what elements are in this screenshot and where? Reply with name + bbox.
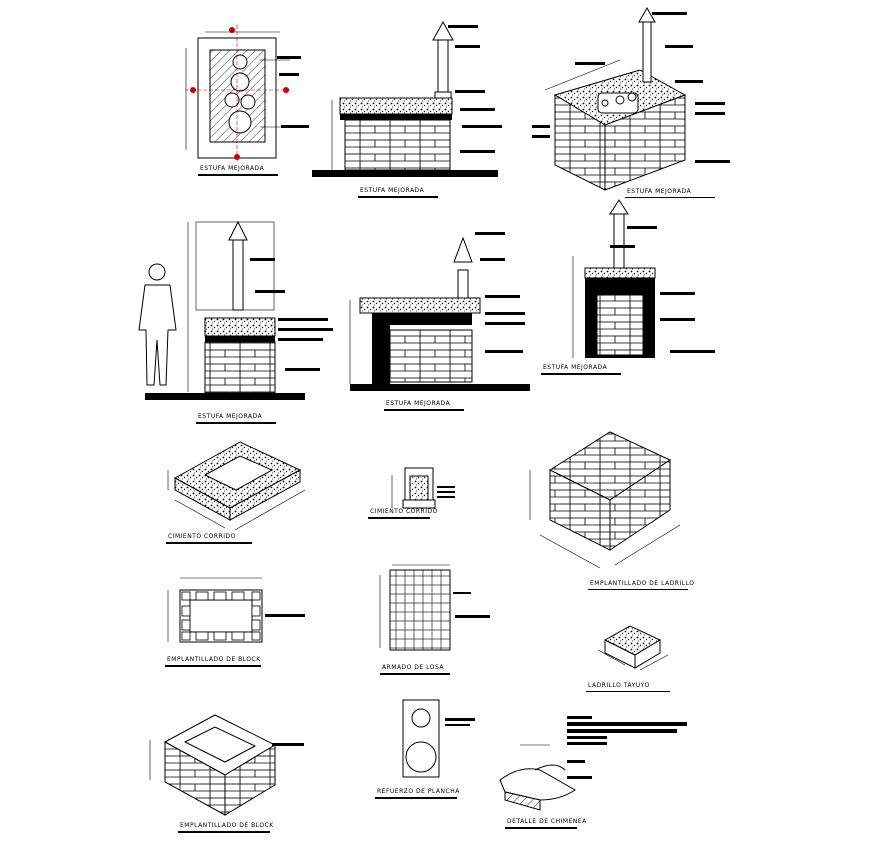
title-cimiento-iso: CIMIENTO CORRIDO — [168, 533, 236, 540]
title-underline — [586, 691, 670, 692]
title-underline — [165, 665, 261, 667]
title-underline — [178, 831, 270, 833]
stove-front-section — [572, 199, 715, 358]
title-armado-losa: ARMADO DE LOSA — [382, 664, 444, 671]
title-cimiento-section: CIMIENTO CORRIDO — [370, 508, 438, 515]
title-underline — [358, 196, 438, 198]
slab-reinforcement-grid — [379, 564, 490, 651]
title-detalle-chimenea: DETALLE DE CHIMENEA — [507, 818, 587, 825]
title-underline — [380, 673, 450, 675]
stove-section-view — [349, 232, 530, 391]
title-underline — [368, 517, 430, 519]
stove-isometric-view-2 — [529, 431, 681, 569]
title-underline — [375, 797, 457, 799]
title-underline — [196, 422, 276, 424]
title-estufa-person: ESTUFA MEJORADA — [198, 413, 263, 420]
stove-plan-view — [185, 25, 309, 162]
block-layout-plan — [167, 577, 305, 643]
foundation-isometric — [167, 441, 306, 531]
stove-isometric-view-1 — [532, 6, 730, 191]
title-emplantillado-block-iso: EMPLANTILLADO DE BLOCK — [180, 822, 274, 829]
title-estufa-elevation: ESTUFA MEJORADA — [360, 187, 425, 194]
tayuyo-brick-isometric — [597, 625, 669, 671]
title-underline — [505, 827, 577, 829]
title-underline — [625, 197, 715, 198]
title-underline — [541, 373, 621, 375]
foundation-section-detail — [391, 467, 455, 509]
title-estufa-isometric: ESTUFA MEJORADA — [627, 188, 692, 195]
title-ladrillo-tayuyo: LADRILLO TAYUYO — [588, 682, 650, 689]
title-emplantillado-ladrillo: EMPLANTILLADO DE LADRILLO — [590, 580, 695, 587]
plate-reinforcement-detail — [402, 699, 475, 778]
title-underline — [166, 542, 252, 544]
block-layout-isometric — [149, 714, 304, 816]
title-underline — [198, 174, 278, 176]
chimney-detail — [499, 716, 687, 811]
title-estufa-plan: ESTUFA MEJORADA — [200, 165, 265, 172]
title-underline — [384, 409, 464, 411]
title-refuerzo-plancha: REFUERZO DE PLANCHA — [377, 788, 460, 795]
title-underline — [588, 589, 688, 590]
stove-elevation-with-person — [138, 220, 333, 400]
title-estufa-section: ESTUFA MEJORADA — [386, 400, 451, 407]
title-estufa-front: ESTUFA MEJORADA — [543, 364, 608, 371]
stove-elevation-view-1 — [312, 20, 502, 177]
title-emplantillado-block-plan: EMPLANTILLADO DE BLOCK — [167, 656, 261, 663]
